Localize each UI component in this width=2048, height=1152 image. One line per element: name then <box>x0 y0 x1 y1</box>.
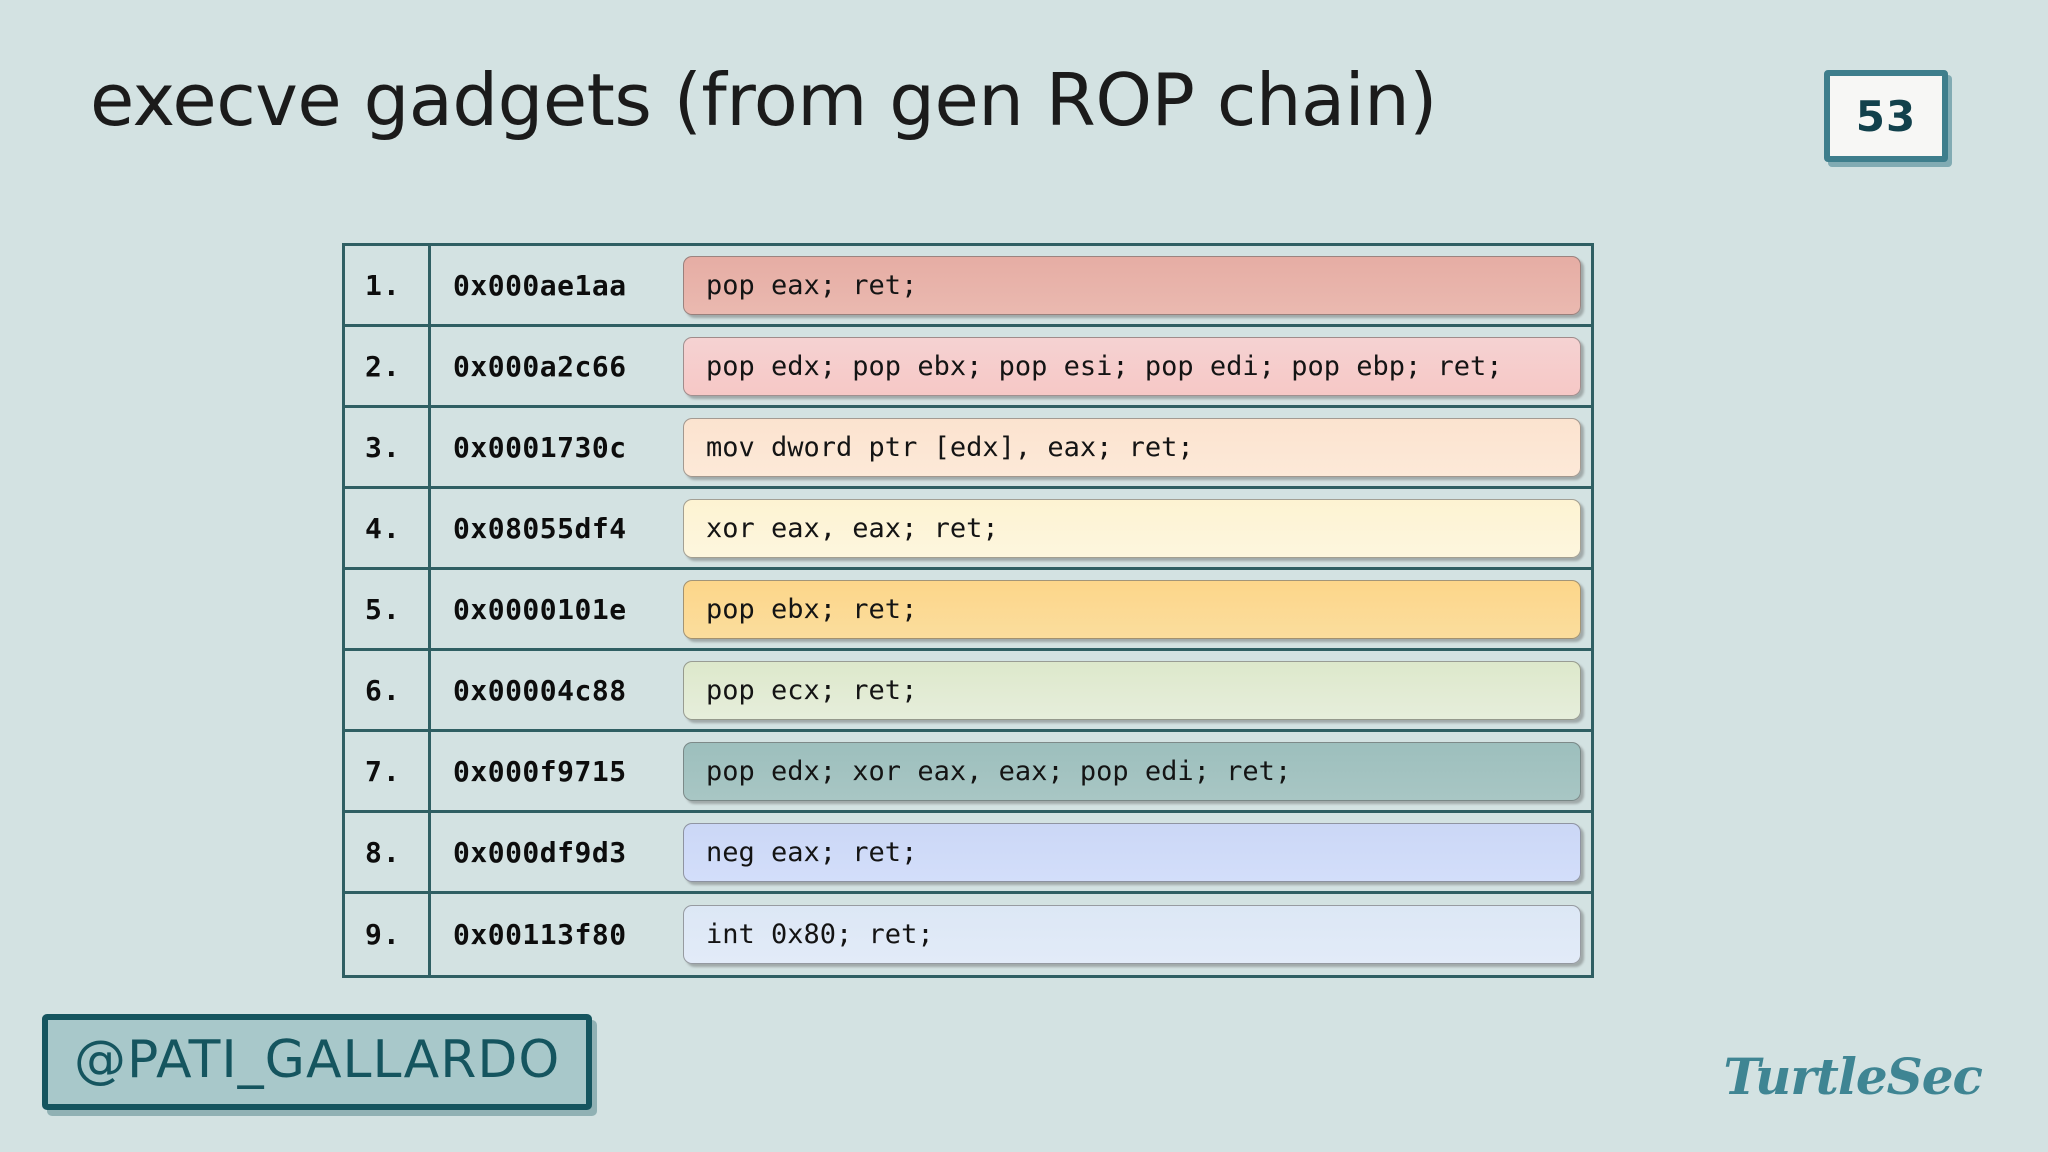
gadget-address: 0x0001730c <box>453 430 627 464</box>
gadget-cell: pop ebx; ret; <box>683 570 1591 648</box>
row-index: 9. <box>345 894 431 975</box>
author-handle: @PATI_GALLARDO <box>74 1030 561 1090</box>
gadget-address: 0x000f9715 <box>453 754 627 788</box>
author-handle-badge: @PATI_GALLARDO <box>42 1014 593 1110</box>
row-index: 7. <box>345 732 431 810</box>
gadget-address: 0x0000101e <box>453 592 627 626</box>
table-row: 7. 0x000f9715 pop edx; xor eax, eax; pop e… <box>345 732 1591 813</box>
gadget-instruction-pill: pop edx; pop ebx; pop esi; pop edi; pop … <box>683 336 1581 396</box>
gadget-address: 0x00113f80 <box>453 918 627 951</box>
row-index: 5. <box>345 570 431 648</box>
gadget-table: 1. 0x000ae1aa pop eax; ret; 2. 0x000a2c66 pop… <box>342 243 1594 978</box>
gadget-address: 0x08055df4 <box>453 511 627 545</box>
gadget-cell: pop ecx; ret; <box>683 651 1591 729</box>
gadget-instruction-pill: pop eax; ret; <box>683 255 1581 315</box>
gadget-cell: pop edx; xor eax, eax; pop edi; ret; <box>683 732 1591 810</box>
gadget-address: 0x00004c88 <box>453 673 627 707</box>
row-index: 8. <box>345 813 431 891</box>
gadget-address: 0x000df9d3 <box>453 835 627 869</box>
gadget-cell: pop edx; pop ebx; pop esi; pop edi; pop … <box>683 327 1591 405</box>
table-row: 5. 0x0000101e pop ebx; ret; <box>345 570 1591 651</box>
gadget-address: 0x000ae1aa <box>453 268 627 302</box>
row-index: 6. <box>345 651 431 729</box>
table-row: 1. 0x000ae1aa pop eax; ret; <box>345 246 1591 327</box>
turtlesec-logo: TurtleSec <box>1723 1047 1983 1106</box>
table-row: 8. 0x000df9d3 neg eax; ret; <box>345 813 1591 894</box>
table-row: 9. 0x00113f80 int 0x80; ret; <box>345 894 1591 975</box>
slide-number-badge: 53 <box>1824 70 1948 162</box>
gadget-cell: int 0x80; ret; <box>683 894 1591 975</box>
table-row: 2. 0x000a2c66 pop edx; pop ebx; pop esi; p… <box>345 327 1591 408</box>
gadget-cell: neg eax; ret; <box>683 813 1591 891</box>
row-index: 2. <box>345 327 431 405</box>
table-row: 3. 0x0001730c mov dword ptr [edx], eax; re… <box>345 408 1591 489</box>
slide-number: 53 <box>1855 91 1917 141</box>
gadget-address: 0x000a2c66 <box>453 349 627 383</box>
gadget-instruction-pill: mov dword ptr [edx], eax; ret; <box>683 417 1581 477</box>
gadget-cell: mov dword ptr [edx], eax; ret; <box>683 408 1591 486</box>
page-title: execve gadgets (from gen ROP chain) <box>90 58 1437 142</box>
row-index: 3. <box>345 408 431 486</box>
table-row: 6. 0x00004c88 pop ecx; ret; <box>345 651 1591 732</box>
gadget-instruction-pill: pop ecx; ret; <box>683 660 1581 720</box>
gadget-instruction-pill: xor eax, eax; ret; <box>683 498 1581 558</box>
row-index: 1. <box>345 246 431 324</box>
gadget-instruction-pill: pop ebx; ret; <box>683 579 1581 639</box>
gadget-cell: xor eax, eax; ret; <box>683 489 1591 567</box>
row-index: 4. <box>345 489 431 567</box>
gadget-instruction-pill: pop edx; xor eax, eax; pop edi; ret; <box>683 741 1581 801</box>
gadget-cell: pop eax; ret; <box>683 246 1591 324</box>
gadget-instruction-pill: int 0x80; ret; <box>683 905 1581 964</box>
table-row: 4. 0x08055df4 xor eax, eax; ret; <box>345 489 1591 570</box>
gadget-instruction-pill: neg eax; ret; <box>683 822 1581 882</box>
